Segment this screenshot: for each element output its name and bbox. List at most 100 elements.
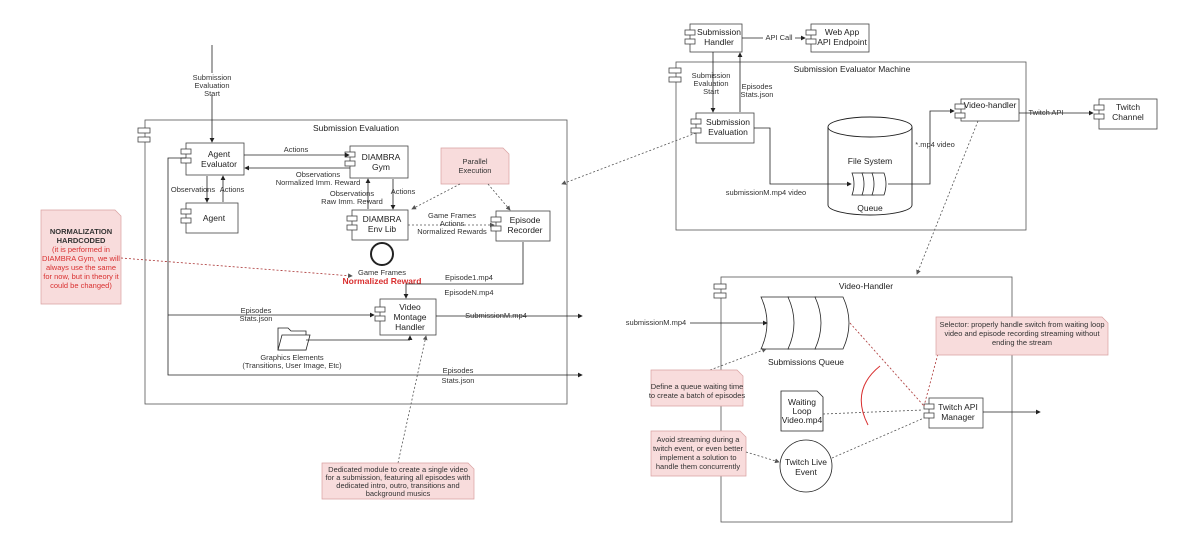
svg-text:Actions: Actions (391, 187, 416, 196)
svg-text:Raw Imm. Reward: Raw Imm. Reward (321, 197, 383, 206)
queue-waiting-time-note: Define a queue waiting time to create a … (649, 369, 746, 407)
twitch-live-event-circle: Twitch Live Event (779, 439, 833, 493)
submission-handler-component: Submission Handler (684, 23, 743, 53)
svg-text:Episode1.mp4: Episode1.mp4 (445, 273, 493, 282)
svg-text:Video-handler: Video-handler (964, 100, 1017, 110)
svg-text:Normalized Rewards: Normalized Rewards (417, 227, 487, 236)
svg-text:Actions: Actions (220, 185, 245, 194)
svg-text:Stats.json: Stats.json (240, 314, 273, 323)
svg-text:for a submission, featuring al: for a submission, featuring all episodes… (325, 473, 470, 482)
svg-text:EpisodeN.mp4: EpisodeN.mp4 (444, 288, 493, 297)
svg-text:Queue: Queue (857, 203, 883, 213)
svg-text:(Transitions, User Image, Etc): (Transitions, User Image, Etc) (242, 361, 342, 370)
svg-text:handle them concurrently: handle them concurrently (656, 462, 740, 471)
svg-text:submissionM.mp4: submissionM.mp4 (626, 318, 686, 327)
selector-note: Selector: properly handle switch from wa… (935, 316, 1109, 356)
submission-evaluation-frame: Submission Evaluation (137, 119, 568, 405)
svg-text:Avoid streaming during a: Avoid streaming during a (657, 435, 741, 444)
svg-text:NORMALIZATION: NORMALIZATION (50, 227, 112, 236)
twitch-channel-component: Twitch Channel (1093, 98, 1158, 130)
svg-text:*.mp4 video: *.mp4 video (915, 140, 955, 149)
video-handler-component: Video-handler (954, 98, 1020, 122)
svg-text:File System: File System (848, 156, 892, 166)
svg-text:Selector: properly handle swit: Selector: properly handle switch from wa… (939, 320, 1104, 329)
submission-evaluation-title: Submission Evaluation (313, 123, 399, 133)
svg-text:Episodes: Episodes (443, 366, 474, 375)
svg-text:Stats.json: Stats.json (741, 90, 774, 99)
svg-text:Execution: Execution (459, 166, 492, 175)
diambra-gym-label-1: DIAMBRA (362, 152, 401, 162)
svg-text:Actions: Actions (440, 219, 465, 228)
episode-recorder-component: Episode Recorder (490, 210, 551, 242)
svg-text:(it is performed in: (it is performed in (52, 245, 110, 254)
svg-text:Waiting: Waiting (788, 397, 816, 407)
svg-text:Web App: Web App (825, 27, 860, 37)
svg-text:could be changed): could be changed) (50, 281, 112, 290)
diambra-env-lib-component: DIAMBRA Env Lib (346, 209, 409, 241)
svg-text:Twitch: Twitch (1116, 102, 1140, 112)
svg-text:Game Frames: Game Frames (358, 268, 406, 277)
svg-text:SubmissionM.mp4: SubmissionM.mp4 (465, 311, 527, 320)
svg-text:Normalized Imm. Reward: Normalized Imm. Reward (276, 178, 361, 187)
file-system-cylinder: File System Queue (827, 116, 913, 216)
svg-text:Game Frames: Game Frames (428, 211, 476, 220)
twitch-api-manager-component: Twitch API Manager (923, 397, 984, 429)
svg-text:API Endpoint: API Endpoint (817, 37, 867, 47)
svg-text:always use the same: always use the same (46, 263, 116, 272)
svg-text:ending the stream: ending the stream (992, 338, 1052, 347)
web-app-api-component: Web App API Endpoint (805, 23, 870, 53)
vmh-label-1: Video (399, 302, 421, 312)
svg-text:submissionM.mp4 video: submissionM.mp4 video (726, 188, 806, 197)
submission-evaluation-component: Submission Evaluation (690, 112, 755, 144)
svg-text:Submissions Queue: Submissions Queue (768, 357, 844, 367)
avoid-streaming-note: Avoid streaming during a twitch event, o… (650, 430, 747, 477)
agent-evaluator-label-1: Agent (208, 149, 231, 159)
svg-text:Graphics Elements: Graphics Elements (260, 353, 324, 362)
normalized-reward-label: Normalized Reward (343, 276, 422, 286)
svg-text:Handler: Handler (704, 37, 734, 47)
dedicated-module-note: Dedicated module to create a single vide… (321, 462, 475, 500)
video-montage-handler-component: Video Montage Handler (374, 298, 437, 336)
eval-start-label-line2: Evaluation (194, 81, 229, 90)
vmh-label-3: Handler (395, 322, 425, 332)
diambra-env-lib-label-2: Env Lib (368, 224, 397, 234)
svg-text:API Call: API Call (765, 33, 792, 42)
svg-text:Define a queue waiting time: Define a queue waiting time (651, 382, 744, 391)
sem-title: Submission Evaluator Machine (794, 64, 911, 74)
eval-start-label-line1: Submission (193, 73, 232, 82)
svg-text:Start: Start (703, 87, 720, 96)
svg-text:Episodes: Episodes (742, 82, 773, 91)
svg-text:DIAMBRA Gym, we will: DIAMBRA Gym, we will (42, 254, 120, 263)
svg-text:Dedicated module to create a s: Dedicated module to create a single vide… (328, 465, 468, 474)
submissions-queue-icon: Submissions Queue (760, 296, 850, 367)
agent-evaluator-label-2: Evaluator (201, 159, 237, 169)
svg-text:Channel: Channel (1112, 112, 1144, 122)
svg-text:Observations: Observations (330, 189, 374, 198)
agent-label: Agent (203, 213, 226, 223)
diambra-gym-label-2: Gym (372, 162, 390, 172)
svg-text:background musics: background musics (366, 489, 431, 498)
svg-text:Stats.json: Stats.json (442, 376, 475, 385)
agent-component: Agent (180, 202, 239, 234)
svg-text:Episodes: Episodes (241, 306, 272, 315)
svg-text:video and episode recording st: video and episode recording streaming wi… (944, 329, 1100, 338)
svg-text:Twitch API: Twitch API (938, 402, 978, 412)
normalization-hardcoded-note: NORMALIZATION HARDCODED (it is performed… (40, 209, 122, 305)
vmh-label-2: Montage (393, 312, 426, 322)
svg-text:twitch event, or even better: twitch event, or even better (653, 444, 744, 453)
svg-text:Actions: Actions (284, 145, 309, 154)
svg-text:Manager: Manager (941, 412, 975, 422)
svg-text:Video.mp4: Video.mp4 (782, 415, 823, 425)
svg-text:Observations: Observations (296, 170, 340, 179)
waiting-loop-document-icon: Waiting Loop Video.mp4 (780, 390, 824, 432)
eval-start-label-line3: Start (204, 89, 221, 98)
agent-evaluator-component: Agent Evaluator (180, 142, 245, 176)
svg-text:to create a batch of episodes: to create a batch of episodes (649, 391, 746, 400)
svg-text:Submission: Submission (706, 117, 750, 127)
diambra-env-lib-label-1: DIAMBRA (363, 214, 402, 224)
svg-text:dedicated intro, outro, transi: dedicated intro, outro, transitions and (336, 481, 459, 490)
svg-text:Submission: Submission (697, 27, 741, 37)
episode-recorder-label-2: Recorder (508, 225, 543, 235)
folder-icon (277, 327, 311, 351)
